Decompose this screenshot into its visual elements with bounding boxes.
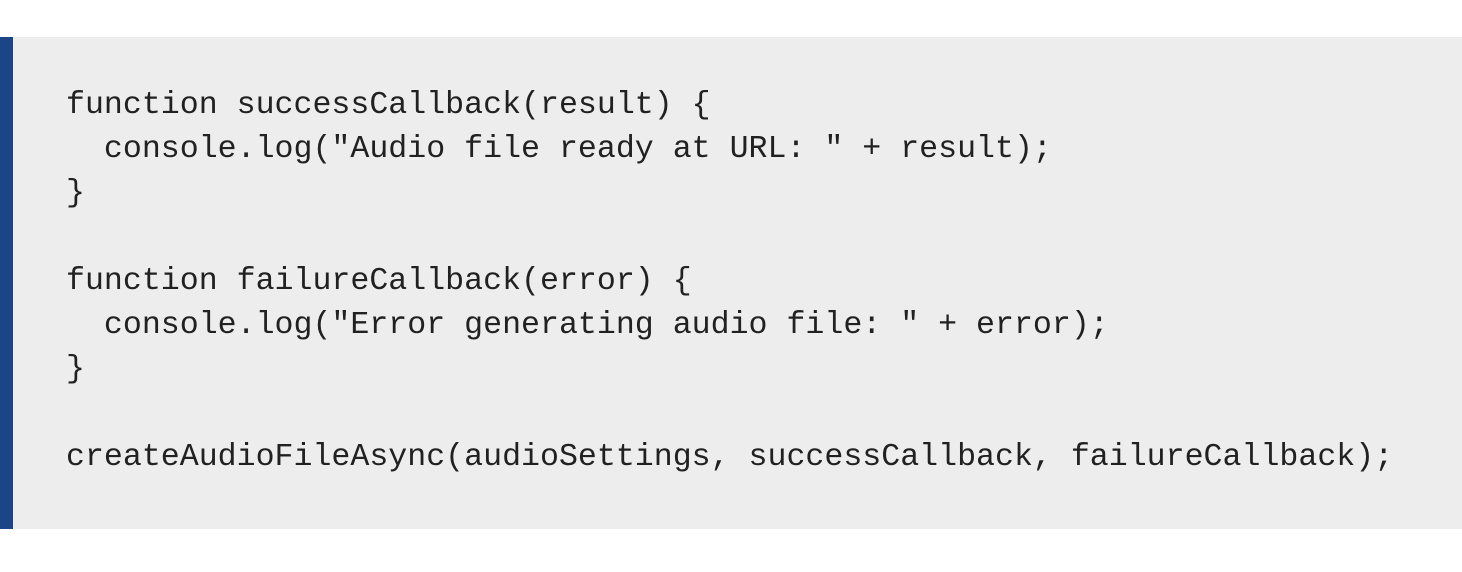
code-example-block: function successCallback(result) { conso… [0, 37, 1462, 529]
code-text: function successCallback(result) { conso… [66, 88, 1394, 475]
